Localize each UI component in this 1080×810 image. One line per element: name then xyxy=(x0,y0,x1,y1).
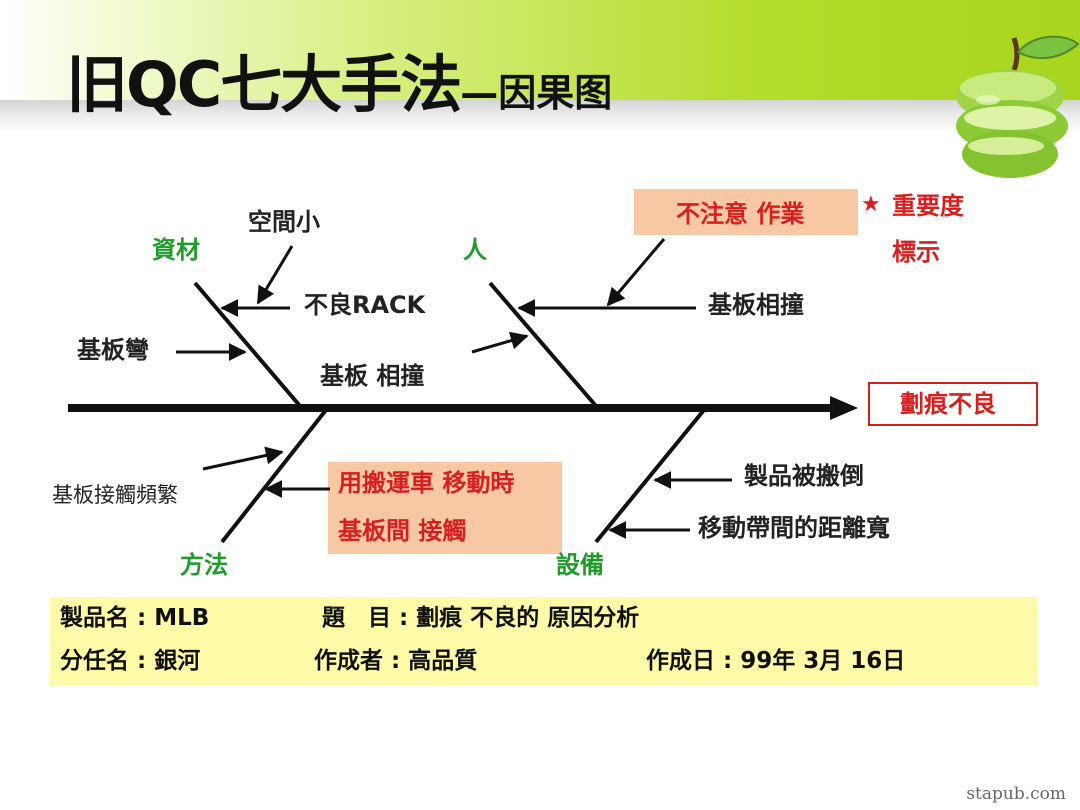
bone-equipment xyxy=(594,408,706,544)
effect-box xyxy=(868,382,1038,426)
cause-space-small: 空間小 xyxy=(248,208,320,236)
header-banner xyxy=(0,0,1080,118)
cause-bad-rack: 不良RACK xyxy=(304,291,426,319)
department-name: 分任名 : 銀河 xyxy=(60,648,201,674)
spine-arrowhead xyxy=(830,396,858,420)
author: 作成者 : 高品質 xyxy=(314,648,478,674)
cause-bent-board: 基板彎 xyxy=(77,336,149,364)
arrow-board-collide xyxy=(471,331,529,354)
subject: 題 目 : 劃痕 不良的 原因分析 xyxy=(322,605,640,631)
cause-not-careful: 不注意 作業 xyxy=(676,200,805,228)
highlight-not-careful xyxy=(634,189,858,235)
cause-belt-distance: 移動帶間的距離寬 xyxy=(698,514,890,542)
bone-method xyxy=(220,408,328,544)
cause-arrows xyxy=(176,238,732,539)
info-panel: 製品名 : MLB 題 目 : 劃痕 不良的 原因分析 分任名 : 銀河 作成者… xyxy=(50,597,1038,685)
watermark: stapub.com xyxy=(966,784,1066,804)
category-people: 人 xyxy=(463,236,487,264)
category-method: 方法 xyxy=(180,551,228,579)
cause-cart-move: 用搬運車 移動時 xyxy=(338,469,515,497)
apple-logo xyxy=(956,35,1080,178)
arrow-space-small xyxy=(256,245,294,305)
product-name: 製品名 : MLB xyxy=(60,605,210,631)
legend-marking: 標示 xyxy=(892,238,940,266)
category-bones xyxy=(193,281,706,544)
title-main: 旧QC七大手法 xyxy=(66,48,462,121)
title-sub: —因果图 xyxy=(460,71,613,115)
effect-label: 劃痕不良 xyxy=(900,390,996,418)
bone-materials xyxy=(193,281,302,408)
legend-importance: 重要度 xyxy=(892,192,964,220)
category-materials: 資材 xyxy=(152,236,200,264)
created-date: 作成日 : 99年 3月 16日 xyxy=(646,648,906,674)
spine-group xyxy=(68,396,858,420)
cause-board-between-contact: 基板間 接觸 xyxy=(338,517,467,545)
arrow-board-contact xyxy=(202,446,284,471)
bone-people xyxy=(488,281,598,408)
header-shadow xyxy=(0,100,1080,134)
cause-board-collide-right: 基板相撞 xyxy=(708,291,804,319)
arrow-not-careful xyxy=(606,238,666,307)
cause-board-collide: 基板 相撞 xyxy=(320,362,425,390)
page-title: 旧QC七大手法—因果图 xyxy=(66,34,612,124)
legend-star-icon: ★ xyxy=(861,192,881,217)
cause-product-fall: 製品被搬倒 xyxy=(744,462,864,490)
category-equipment: 設備 xyxy=(556,551,604,579)
cause-board-contact: 基板接觸頻繁 xyxy=(52,483,178,507)
highlight-method-causes xyxy=(328,462,562,554)
